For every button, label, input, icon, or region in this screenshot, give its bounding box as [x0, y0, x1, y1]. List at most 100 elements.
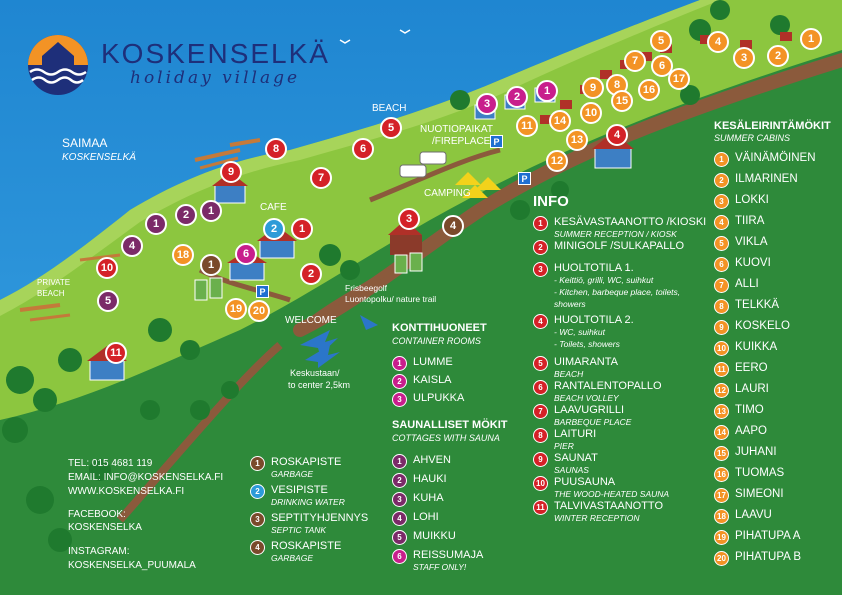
contact-fb[interactable]: KOSKENSELKA	[68, 522, 142, 533]
map-marker-cabin-15[interactable]: 15	[611, 90, 633, 112]
map-marker-water-2[interactable]: 2	[263, 218, 285, 240]
map-marker-sauna-4[interactable]: 4	[121, 235, 143, 257]
map-marker-cabin-7[interactable]: 7	[624, 50, 646, 72]
map-marker-cabin-3[interactable]: 3	[733, 47, 755, 69]
logo-icon	[28, 35, 88, 95]
info-label: HUOLTOTILA 1.	[554, 262, 634, 274]
map-marker-info-10[interactable]: 10	[96, 257, 118, 279]
summer-cabin-label: KUIKKA	[735, 341, 778, 353]
map-marker-cabin-6[interactable]: 6	[651, 55, 673, 77]
map-marker-room-2[interactable]: 2	[506, 86, 528, 108]
service-point-label: SEPTITYHJENNYS	[271, 512, 369, 524]
parking-icon: P	[256, 285, 269, 298]
contact-fb-label: FACEBOOK:	[68, 509, 126, 520]
label-center-distance: to center 2,5km	[288, 380, 351, 390]
map-marker-cabin-17[interactable]: 17	[668, 68, 690, 90]
map-marker-info-9[interactable]: 9	[220, 161, 242, 183]
container-rooms-subtitle: CONTAINER ROOMS	[392, 336, 481, 346]
info-number: 4	[533, 314, 548, 329]
map-marker-cabin-13[interactable]: 13	[566, 129, 588, 151]
map-marker-info-1[interactable]: 1	[291, 218, 313, 240]
summer-cabin-number: 3	[714, 194, 729, 209]
summer-cabin-number: 7	[714, 278, 729, 293]
summer-cabin-label: VÄINÄMÖINEN	[735, 152, 816, 164]
service-point-label: ROSKAPISTE	[271, 456, 342, 468]
map-marker-cabin-5[interactable]: 5	[650, 30, 672, 52]
sauna-cottage-number: 6	[392, 549, 407, 564]
summer-cabin-item: 1 VÄINÄMÖINEN	[714, 152, 816, 167]
map-marker-sauna-2[interactable]: 2	[175, 204, 197, 226]
summer-cabins-title: KESÄLEIRINTÄMÖKIT	[714, 120, 831, 132]
summer-cabin-label: PIHATUPA B	[735, 551, 802, 563]
map-marker-cabin-10[interactable]: 10	[580, 102, 602, 124]
map-marker-info-7[interactable]: 7	[310, 167, 332, 189]
map-marker-info-4[interactable]: 4	[606, 124, 628, 146]
contact-email[interactable]: EMAIL: INFO@KOSKENSELKA.FI	[68, 472, 224, 483]
info-number: 9	[533, 452, 548, 467]
contact-web[interactable]: WWW.KOSKENSELKA.FI	[68, 486, 185, 497]
info-label: MINIGOLF /SULKAPALLO	[554, 240, 685, 252]
map-marker-info-11[interactable]: 11	[105, 342, 127, 364]
contact-ig[interactable]: KOSKENSELKA_PUUMALA	[68, 560, 196, 571]
map-marker-info-6[interactable]: 6	[352, 138, 374, 160]
summer-cabin-label: TIMO	[735, 404, 764, 416]
map-marker-info-2[interactable]: 2	[300, 263, 322, 285]
map-marker-cabin-9[interactable]: 9	[582, 77, 604, 99]
sauna-cottage-number: 2	[392, 473, 407, 488]
map-marker-info-8[interactable]: 8	[265, 138, 287, 160]
map-marker-sauna-1b[interactable]: 1	[200, 200, 222, 222]
info-number: 10	[533, 476, 548, 491]
map-marker-staff-6[interactable]: 6	[235, 243, 257, 265]
map-marker-cabin-18[interactable]: 18	[172, 244, 194, 266]
map-marker-room-3[interactable]: 3	[476, 93, 498, 115]
info-sublabel: PIER	[554, 441, 574, 451]
map-marker-service-4[interactable]: 4	[442, 215, 464, 237]
map-marker-info-5[interactable]: 5	[380, 117, 402, 139]
service-point-label: VESIPISTE	[271, 484, 328, 496]
container-room-number: 1	[392, 356, 407, 371]
info-note: - Toilets, showers	[554, 339, 620, 349]
map-marker-cabin-20[interactable]: 20	[248, 300, 270, 322]
label-center: Keskustaan/	[290, 368, 340, 378]
sauna-cottage-number: 3	[392, 492, 407, 507]
map-marker-cabin-2[interactable]: 2	[767, 45, 789, 67]
map-marker-cabin-1[interactable]: 1	[800, 28, 822, 50]
map-marker-service-1[interactable]: 1	[200, 254, 222, 276]
map-marker-room-1[interactable]: 1	[536, 80, 558, 102]
label-nature-trail: Luontopolku/ nature trail	[345, 294, 437, 304]
map-marker-info-3[interactable]: 3	[398, 208, 420, 230]
info-sublabel: BEACH VOLLEY	[554, 393, 619, 403]
container-room-label: KAISLA	[413, 374, 452, 386]
summer-cabin-number: 20	[714, 551, 729, 566]
sauna-cottage-number: 4	[392, 511, 407, 526]
map-marker-cabin-4[interactable]: 4	[707, 31, 729, 53]
summer-cabin-number: 1	[714, 152, 729, 167]
service-point-number: 4	[250, 540, 265, 555]
map-marker-cabin-19[interactable]: 19	[225, 298, 247, 320]
map-marker-cabin-16[interactable]: 16	[638, 79, 660, 101]
map-marker-sauna-1[interactable]: 1	[145, 213, 167, 235]
summer-cabin-number: 8	[714, 299, 729, 314]
sauna-cottage-number: 1	[392, 454, 407, 469]
sauna-cottage-label: REISSUMAJA	[413, 549, 484, 561]
map-marker-sauna-5[interactable]: 5	[97, 290, 119, 312]
info-sublabel: SUMMER RECEPTION / KIOSK	[554, 229, 677, 239]
map-marker-cabin-12[interactable]: 12	[546, 150, 568, 172]
map-marker-cabin-14[interactable]: 14	[549, 110, 571, 132]
map-marker-cabin-11[interactable]: 11	[516, 115, 538, 137]
